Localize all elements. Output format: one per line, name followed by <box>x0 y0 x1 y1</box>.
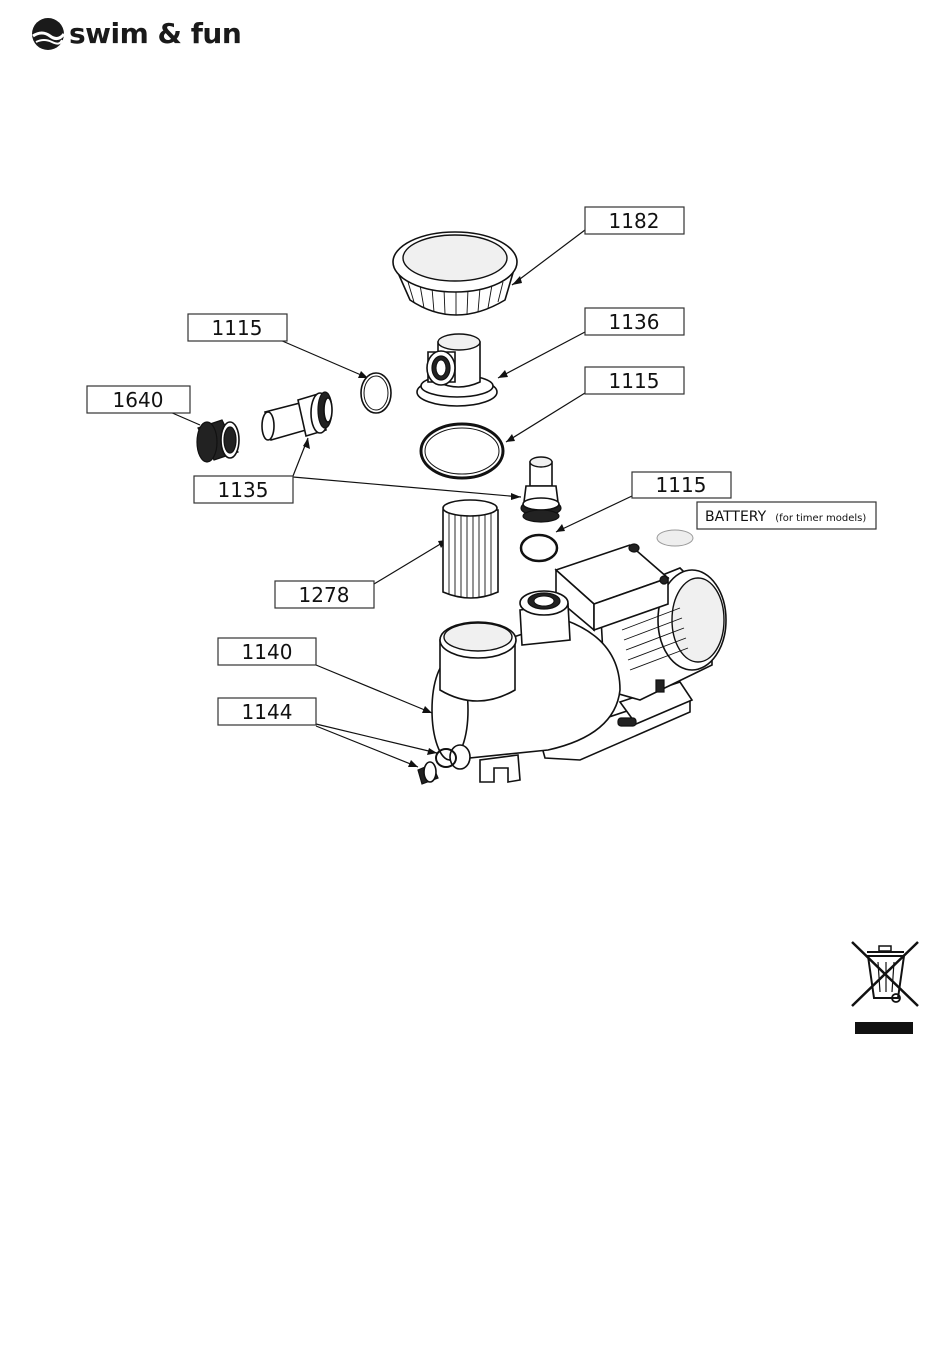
label-1115-right: 1115 <box>632 472 731 498</box>
part-lid-housing-1136 <box>417 334 497 406</box>
part-oring-1115-right <box>521 535 557 561</box>
label-1135-text: 1135 <box>218 478 269 502</box>
part-filter-1278 <box>443 500 498 598</box>
part-adapter-1640 <box>197 420 239 462</box>
label-1182-text: 1182 <box>609 209 660 233</box>
label-1640-text: 1640 <box>113 388 164 412</box>
part-hose-connector-1135-left <box>262 392 332 440</box>
label-1278: 1278 <box>275 581 374 608</box>
label-1115-left-text: 1115 <box>212 316 263 340</box>
label-1136-text: 1136 <box>609 310 660 334</box>
label-battery-text: BATTERY <box>705 509 767 525</box>
label-battery-note: (for timer models) <box>775 513 866 524</box>
label-1115-left: 1115 <box>188 314 287 341</box>
crossed-out-wheelie-bin-icon <box>852 942 918 1034</box>
label-1115-mid-text: 1115 <box>609 369 660 393</box>
label-1115-right-text: 1115 <box>656 473 707 497</box>
label-1182: 1182 <box>585 207 684 234</box>
label-battery: BATTERY (for timer models) <box>697 502 876 529</box>
label-1136: 1136 <box>585 308 684 335</box>
part-oring-1115-left <box>361 373 391 413</box>
part-battery <box>657 530 693 546</box>
part-cap-1182 <box>393 232 517 315</box>
label-1115-mid: 1115 <box>585 367 684 394</box>
label-1140: 1140 <box>218 638 316 665</box>
label-1278-text: 1278 <box>299 583 350 607</box>
label-1144: 1144 <box>218 698 316 725</box>
part-hose-connector-1135-vertical <box>521 457 561 522</box>
label-1140-text: 1140 <box>242 640 293 664</box>
part-oring-1115-mid <box>421 424 503 478</box>
label-1144-text: 1144 <box>242 700 293 724</box>
label-1640: 1640 <box>87 386 190 413</box>
label-1135: 1135 <box>194 476 293 503</box>
